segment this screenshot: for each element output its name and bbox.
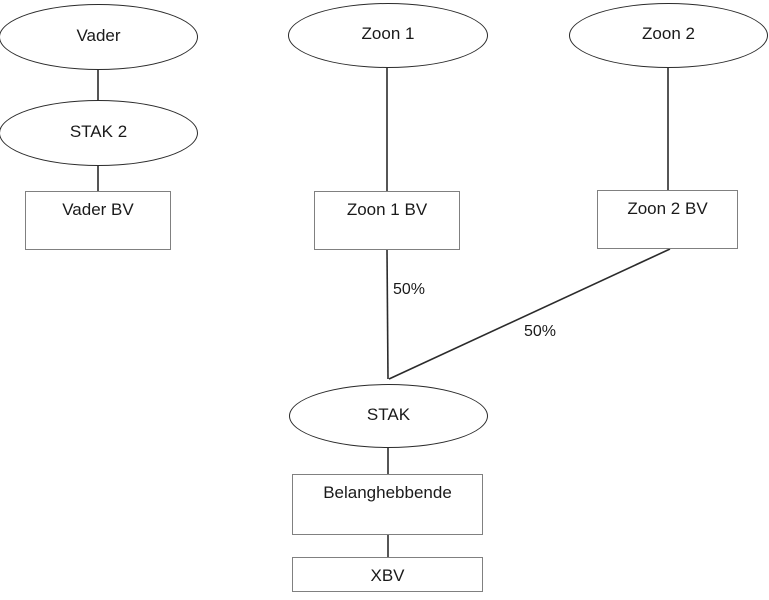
node-label-vader: Vader	[76, 25, 121, 45]
node-label-vader_bv: Vader BV	[62, 200, 134, 219]
node-vader_bv[interactable]: Vader BV	[25, 191, 171, 250]
edge-zoon1bv-stak	[386, 249, 389, 380]
label-zoon2-share: 50%	[524, 323, 557, 340]
node-label-xbv: XBV	[370, 566, 405, 585]
node-vader[interactable]: Vader	[0, 4, 198, 70]
node-stak2[interactable]: STAK 2	[0, 100, 198, 166]
node-label-zoon1_bv: Zoon 1 BV	[346, 200, 428, 219]
node-label-stak2: STAK 2	[69, 121, 128, 141]
node-zoon2[interactable]: Zoon 2	[569, 3, 768, 68]
node-stak[interactable]: STAK	[289, 384, 488, 448]
node-xbv[interactable]: XBV	[292, 557, 483, 592]
node-belanghebbende[interactable]: Belanghebbende	[292, 474, 483, 535]
label-zoon1-share: 50%	[393, 281, 426, 298]
node-label-belanghebbende: Belanghebbende	[323, 483, 452, 502]
connector-lines	[97, 67, 671, 558]
edge-zoon2bv-stak	[388, 248, 671, 380]
node-zoon1[interactable]: Zoon 1	[288, 3, 488, 68]
node-label-zoon2_bv: Zoon 2 BV	[627, 199, 708, 218]
node-zoon1_bv[interactable]: Zoon 1 BV	[314, 191, 460, 250]
node-label-zoon2: Zoon 2	[642, 24, 695, 44]
node-label-zoon1: Zoon 1	[361, 24, 415, 44]
node-zoon2_bv[interactable]: Zoon 2 BV	[597, 190, 738, 249]
node-label-stak: STAK	[366, 404, 411, 424]
